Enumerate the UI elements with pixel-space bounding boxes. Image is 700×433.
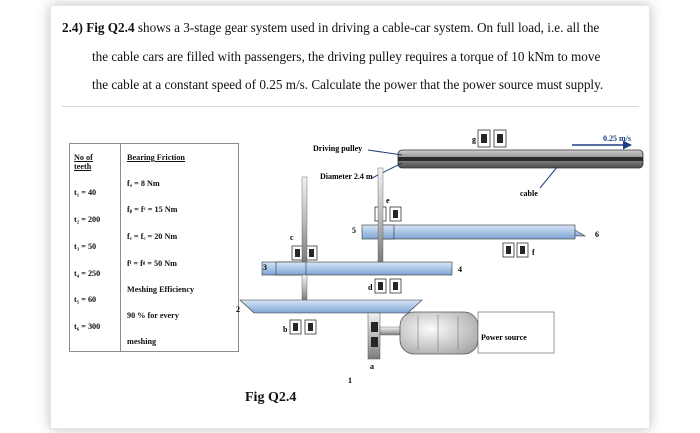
teeth-t6: t₆ = 300 — [74, 322, 101, 331]
gear-2-label: 2 — [236, 305, 240, 314]
shaft-gear-3-4 — [301, 176, 308, 263]
teeth-t1: t₁ = 40 — [74, 188, 97, 197]
gear-5-label: 5 — [352, 226, 356, 235]
diameter-leader-line — [371, 162, 403, 179]
gear-1-label: 1 — [348, 376, 352, 385]
shaft-gear-5-6 — [377, 167, 384, 263]
bearing-d-label: d — [368, 283, 373, 292]
diameter-label: Diameter 2.4 m — [320, 172, 373, 181]
document-frame — [50, 5, 650, 429]
bearing-f-core — [506, 246, 511, 254]
bearing-c-label: c — [290, 233, 294, 242]
question-text: 2.4) Fig Q2.4 shows a 3-stage gear syste… — [62, 14, 636, 100]
teeth-t3: t₃ = 50 — [74, 242, 97, 251]
bearing-g-core — [481, 134, 487, 143]
friction-header: Bearing Friction — [127, 153, 185, 162]
figure-caption: Fig Q2.4 — [245, 390, 297, 405]
bearing-g-label: g — [472, 135, 476, 144]
question-line-2: the cable cars are filled with passenger… — [92, 48, 601, 64]
gear-4 — [261, 261, 453, 276]
bearing-f-2-core — [520, 246, 525, 254]
bearing-d-core — [378, 282, 383, 290]
bearing-g-2-core — [497, 134, 503, 143]
given-data-table: No of teeth t₁ = 40 t₂ = 200 t₃ = 50 t₄ … — [69, 143, 239, 352]
gear-4-label: 4 — [458, 265, 462, 274]
gear-1-shaft — [367, 312, 381, 360]
bearing-a-label: a — [370, 362, 374, 371]
table-divider — [120, 144, 121, 351]
bearing-b-2-core — [308, 323, 313, 331]
cable — [398, 157, 643, 161]
bearing-b-core — [293, 323, 298, 331]
friction-d-e: fₑ = fₑ = 20 Nm — [127, 232, 178, 241]
teeth-t4: t₄ = 250 — [74, 269, 101, 278]
teeth-t2: t₂ = 200 — [74, 215, 101, 224]
teeth-t5: t₅ = 60 — [74, 295, 97, 304]
friction-f-g: fᶠ = fᵍ = 50 Nm — [127, 259, 177, 268]
bearing-e-2-core — [393, 210, 398, 218]
speed-label: 0.25 m/s — [603, 134, 631, 143]
question-line-1: shows a 3-stage gear system used in driv… — [137, 20, 600, 35]
efficiency-line3: meshing — [127, 337, 157, 346]
question-line-3: the cable at a constant speed of 0.25 m/… — [92, 77, 604, 92]
bearing-e-label: e — [386, 196, 390, 205]
pulley-label: Driving pulley — [313, 144, 362, 153]
gear-3 — [275, 261, 307, 276]
bearing-a-2 — [371, 337, 378, 347]
motor-shaft — [379, 326, 403, 336]
power-source-label: Power source — [481, 333, 527, 342]
bearing-f-label: f — [532, 248, 535, 257]
power-source — [399, 311, 479, 355]
bearing-c-core — [295, 249, 300, 257]
efficiency-line1: Meshing Efficiency — [127, 285, 195, 294]
divider — [62, 106, 639, 107]
cable-label: cable — [520, 189, 538, 198]
bearing-a — [371, 322, 378, 332]
bearing-b-label: b — [283, 325, 288, 334]
gear-6-label: 6 — [595, 230, 599, 239]
gear-6 — [381, 224, 576, 240]
teeth-header-line2: teeth — [74, 162, 92, 171]
power-source-box — [477, 311, 555, 354]
teeth-header-line1: No of — [74, 153, 93, 162]
friction-b-c: fᵦ = fᶜ = 15 Nm — [127, 205, 178, 214]
friction-a: fₐ = 8 Nm — [127, 179, 160, 188]
shaft-gear-2 — [301, 274, 308, 301]
cable-leader-line — [539, 165, 559, 189]
pulley-leader-line — [367, 149, 403, 156]
figure-reference: Fig Q2.4 — [86, 20, 135, 35]
gear-3-label: 3 — [263, 263, 267, 272]
question-number: 2.4) — [62, 20, 83, 35]
efficiency-line2: 90 % for every — [127, 311, 179, 320]
bearing-d-2-core — [393, 282, 398, 290]
gear-2 — [239, 299, 423, 314]
bearing-c-2-core — [309, 249, 314, 257]
